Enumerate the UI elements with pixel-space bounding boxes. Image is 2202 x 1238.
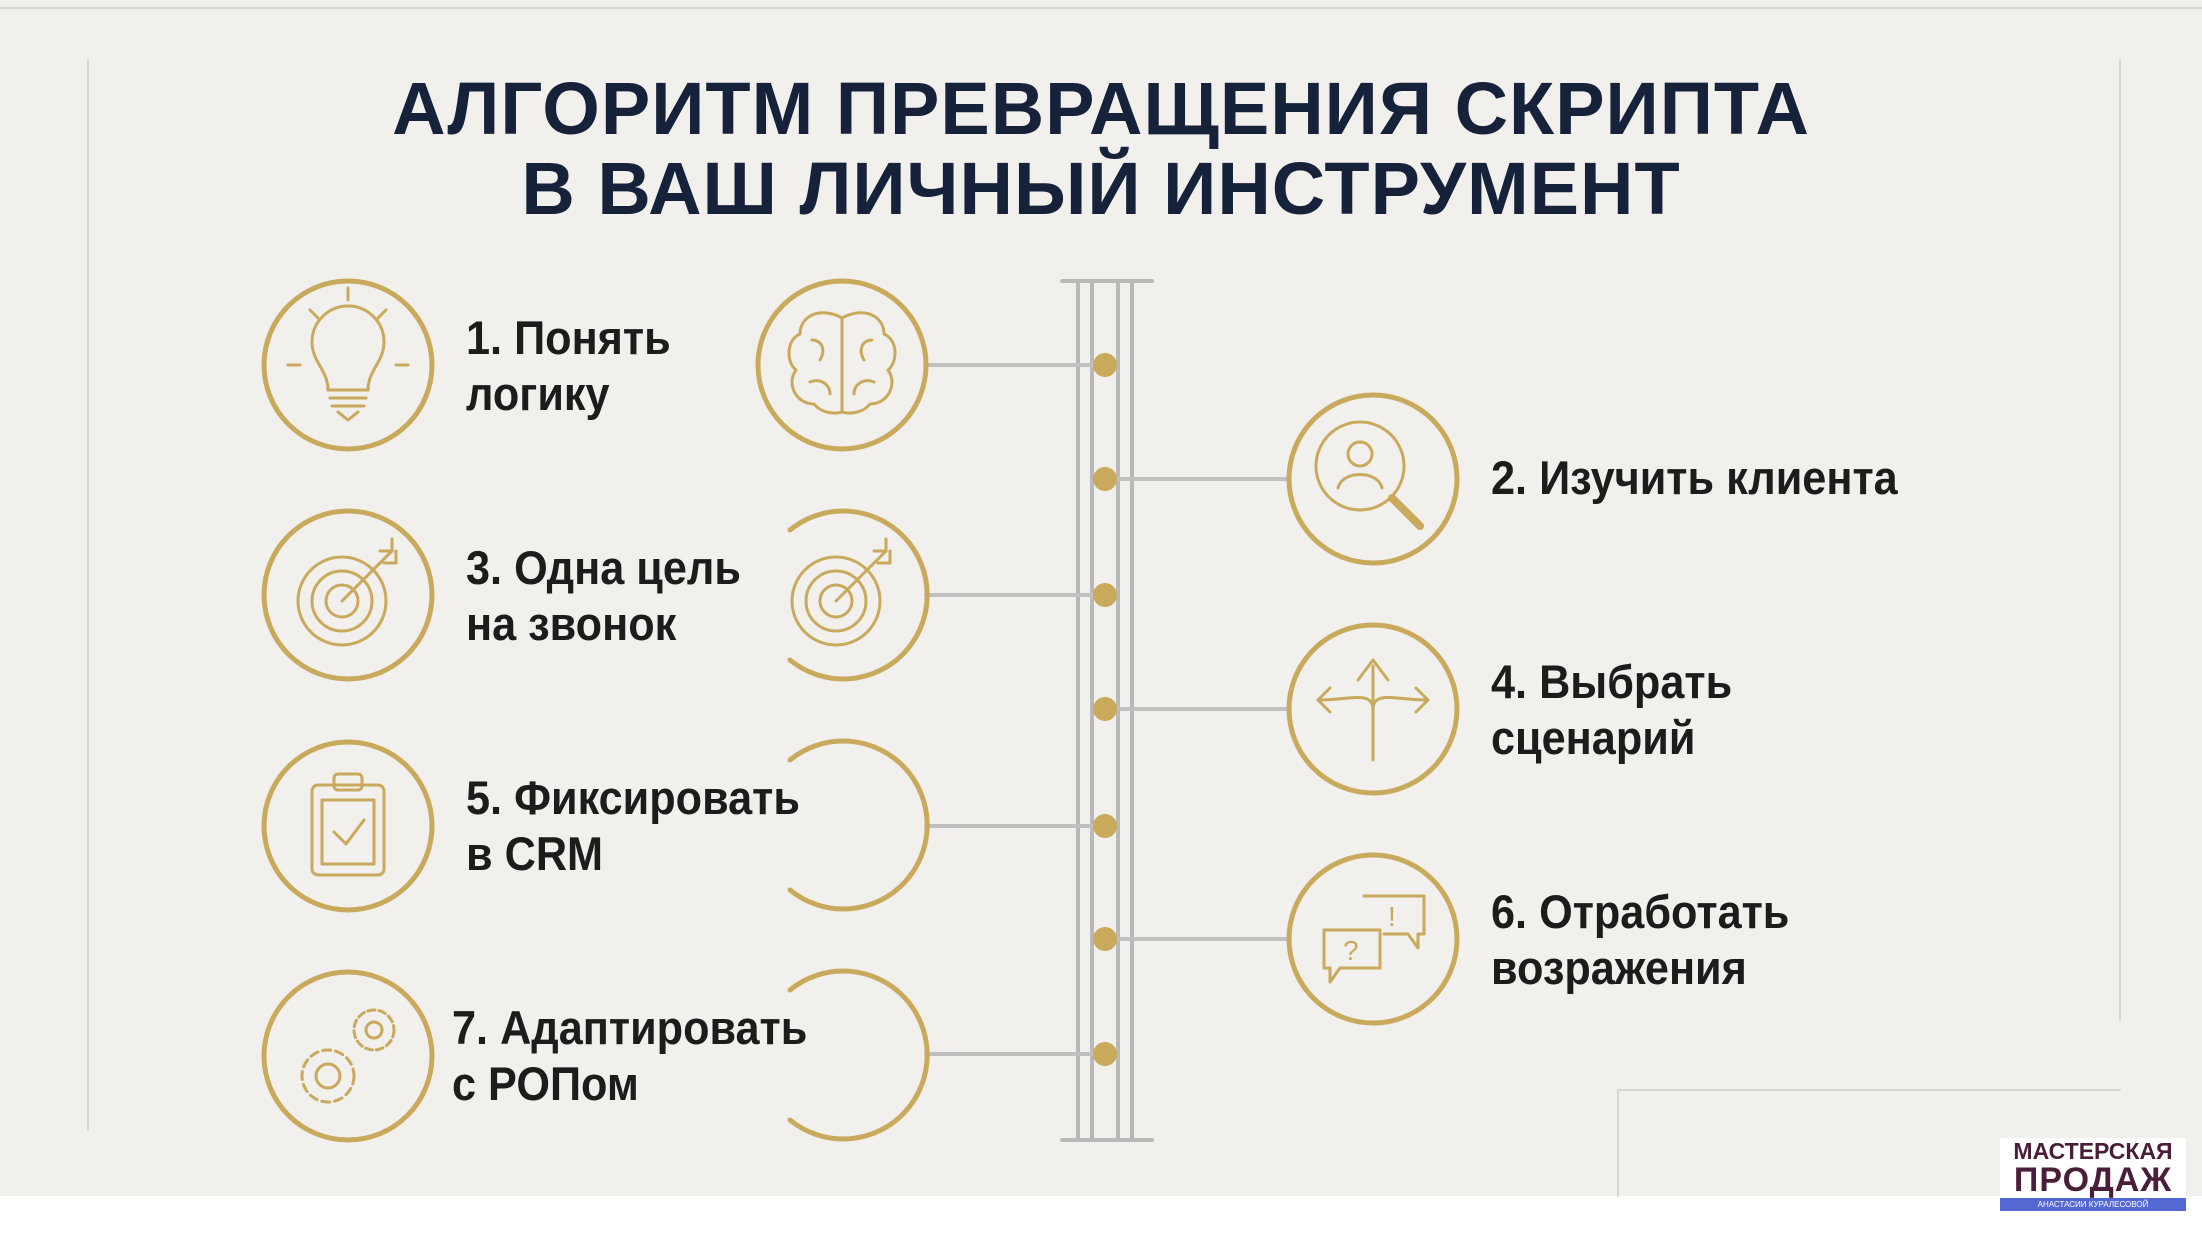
circle-step-6 — [1286, 852, 1460, 1026]
arc-step-5 — [787, 738, 930, 912]
dot-3 — [1093, 583, 1117, 607]
title-line-1: АЛГОРИТМ ПРЕВРАЩЕНИЯ СКРИПТА — [392, 67, 1810, 150]
logo-subtitle: АНАСТАСИИ КУРАЛЕСОВОЙ — [2000, 1198, 2186, 1211]
brand-logo: МАСТЕРСКАЯ ПРОДАЖ АНАСТАСИИ КУРАЛЕСОВОЙ — [2000, 1138, 2186, 1211]
title-line-2: В ВАШ ЛИЧНЫЙ ИНСТРУМЕНТ — [521, 147, 1681, 230]
user-search-icon — [1314, 420, 1424, 530]
svg-text:!: ! — [1388, 901, 1396, 932]
target-icon — [296, 537, 398, 647]
circle-step-4 — [1286, 622, 1460, 796]
dot-7 — [1093, 1042, 1117, 1066]
arc-step-7 — [787, 968, 930, 1142]
logo-line-1: МАСТЕРСКАЯ — [2013, 1138, 2173, 1164]
split-arrows-icon — [1316, 658, 1430, 762]
chat-question-icon: ? ! — [1322, 894, 1426, 984]
circle-step-1 — [261, 278, 435, 452]
svg-text:?: ? — [1343, 935, 1359, 966]
brain-icon — [787, 311, 897, 415]
connectors — [924, 363, 1291, 1056]
circle-brain — [755, 278, 929, 452]
circle-step-3 — [261, 508, 435, 682]
logo-line-2: ПРОДАЖ — [2013, 1161, 2173, 1199]
dot-6 — [1093, 927, 1117, 951]
lightbulb-icon — [286, 286, 410, 422]
arc-target — [787, 508, 930, 682]
dot-1 — [1093, 353, 1117, 377]
step-2-label: 2. Изучить клиента — [1491, 451, 1898, 504]
circle-step-5 — [261, 739, 435, 913]
target-icon — [790, 537, 892, 647]
circle-step-7 — [261, 969, 435, 1143]
gears-icon — [300, 1008, 396, 1104]
clipboard-check-icon — [310, 772, 386, 877]
dot-2 — [1093, 467, 1117, 491]
frame-lines — [0, 7, 2202, 1197]
dot-4 — [1093, 697, 1117, 721]
timeline-dots — [1093, 353, 1117, 1066]
circle-step-2 — [1286, 392, 1460, 566]
dot-5 — [1093, 814, 1117, 838]
